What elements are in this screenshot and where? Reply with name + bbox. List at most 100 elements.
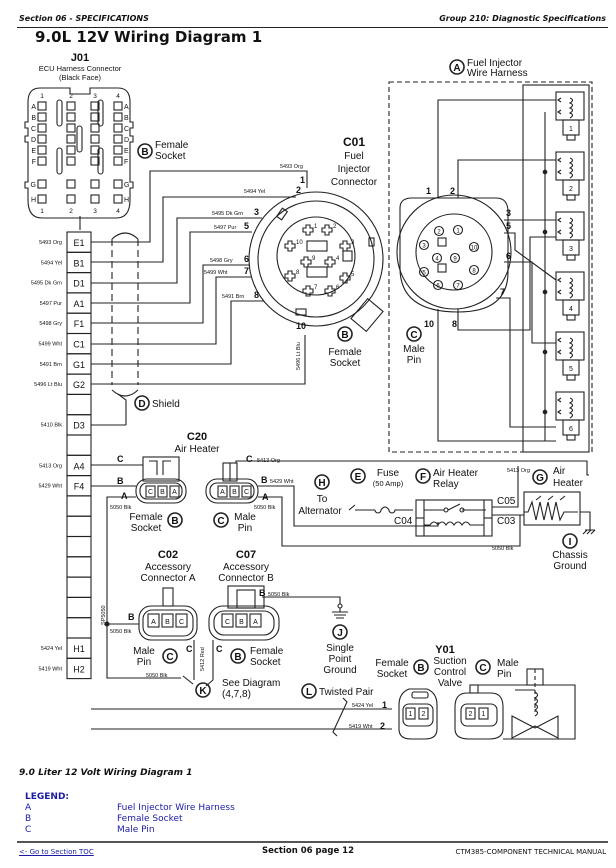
svg-text:Pin: Pin	[238, 523, 252, 534]
svg-text:Air Heater: Air Heater	[433, 468, 479, 479]
injector-tip	[566, 194, 576, 201]
terminal-cell	[66, 515, 92, 538]
svg-text:Shield: Shield	[152, 399, 180, 410]
shield-lines	[111, 232, 139, 397]
j01-row-label: D	[124, 137, 129, 144]
terminal-wire-label: 5496 Lt Blu	[34, 382, 62, 388]
injector-coil-icon	[568, 217, 574, 239]
injector-number: 6	[569, 426, 573, 433]
harness-face-pin-number: 9	[453, 257, 457, 263]
c20-right-cavity-label: C	[244, 489, 249, 496]
terminal-pin: A4	[73, 461, 84, 471]
j01-pin	[66, 156, 76, 166]
svg-text:Control: Control	[434, 667, 466, 678]
j01-pin	[37, 112, 47, 122]
svg-text:5413 Org: 5413 Org	[257, 458, 280, 464]
c01-face-pin-number: 6	[336, 285, 340, 291]
c01-face-pin-number: 8	[296, 270, 300, 276]
y01-wires: 5424 Yel 1 5419 Wht 2	[91, 700, 392, 731]
c07-cavity-label: B	[239, 619, 244, 626]
svg-text:Male: Male	[497, 658, 519, 669]
harness-wires	[437, 99, 557, 442]
callout-b-icon	[230, 648, 246, 664]
c07-cavity-label: A	[253, 619, 258, 626]
svg-text:Socket: Socket	[250, 657, 281, 668]
c01-pin-number: 3	[254, 207, 259, 217]
harness-face-pin-number: 2	[437, 230, 441, 236]
terminal-cell	[66, 617, 92, 639]
j01-key-slot	[56, 99, 63, 127]
j01-pin	[37, 123, 47, 133]
section-toc-link[interactable]: <- Go to Section TOC	[19, 848, 94, 856]
svg-text:5419 Wht: 5419 Wht	[349, 724, 373, 730]
c02-cavity	[175, 613, 188, 628]
harness-face-pin	[433, 225, 445, 237]
j01-pin	[37, 134, 47, 144]
callout-c-icon	[162, 648, 178, 664]
callout-c-icon	[406, 326, 422, 342]
c02-c07-wires: SP5050 B 5050 Blk C 5050 Blk B 5050 Blk …	[101, 578, 341, 687]
splice-dot	[542, 229, 548, 235]
harness-dashed-box	[388, 81, 593, 453]
j01-key-slot	[97, 147, 104, 175]
svg-text:5050 Blk: 5050 Blk	[492, 546, 514, 552]
c02-cavity-label: C	[179, 619, 184, 626]
terminal-cell	[66, 576, 92, 598]
c02-cavity	[147, 613, 160, 628]
legend-title: LEGEND:	[25, 792, 70, 802]
footer-divider	[17, 841, 608, 843]
svg-text:Connector: Connector	[331, 177, 378, 188]
c20-left-cavity-label: B	[160, 489, 165, 496]
j01-pin	[66, 112, 76, 122]
j01-pin	[113, 179, 123, 189]
c20-left-cavity-label: C	[148, 489, 153, 496]
y01-left-cavity	[418, 707, 429, 720]
harness-pin-number: 3	[506, 208, 511, 218]
j01-pin	[90, 145, 100, 155]
svg-text:Suction: Suction	[433, 656, 466, 667]
terminal-cell	[66, 393, 92, 416]
terminal-cell	[66, 657, 92, 680]
terminal-wire-label: 5410 Blk	[41, 423, 63, 429]
see-diagram-callout: K See Diagram (4,7,8)	[195, 678, 280, 700]
c01-face-pin-number: 3	[351, 240, 355, 246]
injector-body	[555, 211, 585, 241]
terminal-wire-label: 5493 Org	[39, 240, 62, 246]
wiring-diagram: J01 ECU Harness Connector (Black Face) 1…	[24, 52, 596, 740]
c01-face-pin-number: 1	[314, 224, 318, 230]
j01-pin	[66, 101, 76, 111]
svg-text:C04: C04	[394, 516, 413, 527]
c20-right-cavity-label: B	[232, 489, 237, 496]
injector-tip	[566, 314, 576, 321]
c01-wire-label: 5495 Dk Grn	[212, 211, 243, 217]
svg-text:Fuel Injector: Fuel Injector	[467, 58, 523, 69]
svg-text:5050 Blk: 5050 Blk	[110, 505, 132, 511]
callout-d-icon	[134, 395, 150, 411]
j01-row-label: H	[124, 197, 129, 204]
svg-text:SP5050: SP5050	[101, 605, 107, 625]
injector-rail	[522, 84, 590, 453]
legend-key: B	[25, 814, 32, 824]
callout-l-icon	[301, 683, 317, 699]
injector-body	[555, 391, 585, 421]
harness-pin-number: 7	[500, 287, 505, 297]
callout-c-icon	[213, 512, 229, 528]
c01-face-pin-number: 10	[296, 240, 303, 246]
c01-wire-label: 5491 Brn	[222, 294, 244, 300]
c01-wire-label: 5496 Lt Blu	[296, 342, 302, 370]
c20-left-cavity	[157, 485, 168, 498]
air-heater-relay: F Air Heater Relay 5413 Org C05 C04 C03 …	[394, 466, 530, 552]
terminal-wire-label: 5491 Brn	[40, 362, 62, 368]
j01-column-label: 2	[69, 93, 73, 100]
section-header: Section 06 - SPECIFICATIONS	[19, 14, 149, 23]
svg-text:B: B	[417, 663, 424, 674]
chassis-ground: I Chassis Ground	[552, 533, 588, 572]
injector-terminal	[557, 337, 562, 355]
injector-tip	[566, 134, 576, 141]
c02-c07-callouts: Male Pin C B Female Socket	[133, 646, 284, 668]
svg-text:Accessory: Accessory	[223, 562, 269, 573]
c01-face-pin-number: 5	[351, 272, 355, 278]
svg-text:Wire Harness: Wire Harness	[467, 68, 528, 79]
c07-cavity-label: C	[225, 619, 230, 626]
